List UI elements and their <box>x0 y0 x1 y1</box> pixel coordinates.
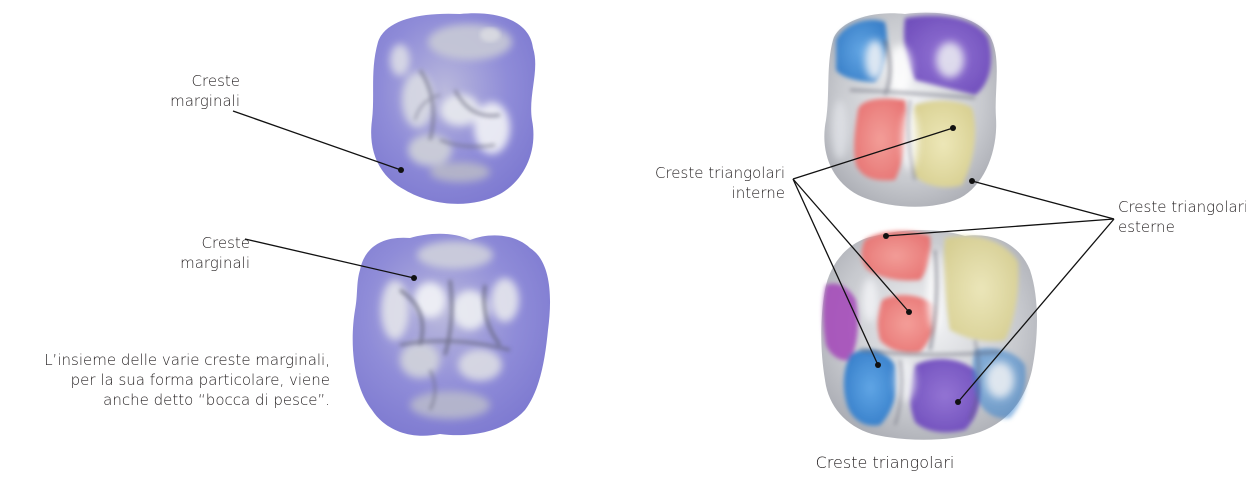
label-line: marginali <box>100 253 250 273</box>
label-creste-marginali-top: Creste marginali <box>100 71 240 111</box>
label-line: esterne <box>1118 217 1243 237</box>
tooth-right-bottom <box>821 230 1037 440</box>
label-line: marginali <box>100 91 240 111</box>
dot-int-2 <box>906 309 912 315</box>
leader-est-1 <box>972 181 1114 219</box>
tooth-left-top <box>371 13 535 204</box>
note-line: L’insieme delle varie creste marginali, <box>30 350 330 370</box>
label-line: Creste triangolari <box>1118 197 1243 217</box>
tooth-right-top <box>824 13 996 207</box>
label-line: Creste <box>100 71 240 91</box>
note-bocca-di-pesce: L’insieme delle varie creste marginali, … <box>30 350 330 410</box>
dot-int-3 <box>875 362 881 368</box>
dot-int-1 <box>950 125 956 131</box>
tooth-left-bottom <box>353 234 550 436</box>
dot-marg-top <box>398 167 404 173</box>
caption-creste-triangolari: Creste triangolari <box>790 453 980 473</box>
leader-est-2 <box>886 219 1114 236</box>
dot-est-1 <box>969 178 975 184</box>
note-line: per la sua forma particolare, viene <box>30 370 330 390</box>
label-line: interne <box>560 183 785 203</box>
label-creste-triangolari-interne: Creste triangolari interne <box>560 163 785 203</box>
dot-marg-mid <box>411 275 417 281</box>
dot-est-2 <box>883 233 889 239</box>
label-line: Creste <box>100 233 250 253</box>
label-line: Creste triangolari <box>560 163 785 183</box>
note-line: anche detto “bocca di pesce”. <box>30 390 330 410</box>
label-creste-marginali-bottom: Creste marginali <box>100 233 250 273</box>
label-creste-triangolari-esterne: Creste triangolari esterne <box>1118 197 1243 237</box>
dot-est-3 <box>955 399 961 405</box>
